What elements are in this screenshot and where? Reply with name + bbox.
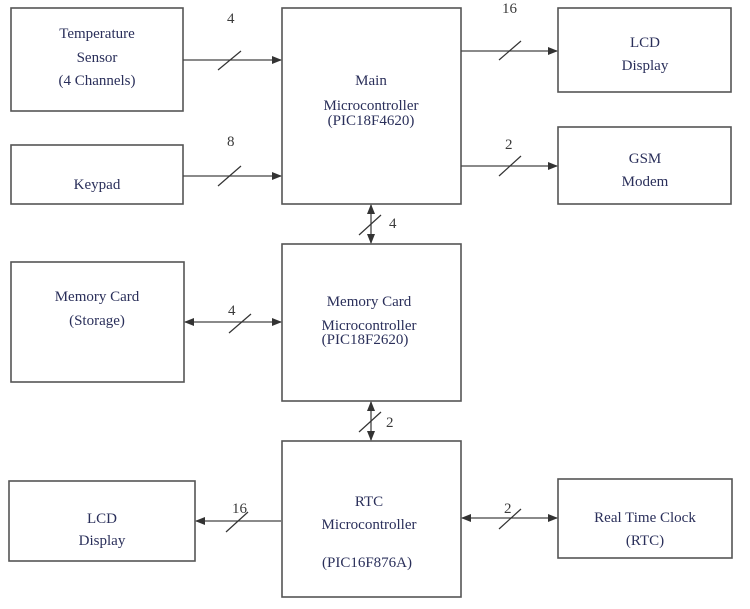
bus-main-to-gsm: 2 [461,137,558,177]
mc-mcu-line-3: (PIC18F2620) [322,332,409,348]
memory-card-line-1: Memory Card [55,289,140,305]
rtc-mcu-line-2: Microcontroller [322,517,417,533]
rtc-microcontroller-block: RTC Microcontroller (PIC16F876A) [281,440,462,598]
rtc-mcu-line-3: (PIC16F876A) [322,555,412,571]
bus-width-label: 2 [504,501,512,517]
main-mcu-line-1: Main [355,73,387,89]
bus-rtc-mcu-to-lcd-bottom: 16 [195,501,281,533]
main-mcu-line-2: Microcontroller [324,98,419,114]
bus-width-label: 8 [227,134,235,150]
lcd-top-line-1: LCD [630,35,660,51]
mc-mcu-line-2: Microcontroller [322,318,417,334]
rtc-mcu-line-1: RTC [355,494,383,510]
bus-width-label: 4 [389,216,397,232]
bus-width-label: 2 [386,415,394,431]
bus-storage-to-mc-mcu: 4 [184,303,282,334]
keypad-label: Keypad [74,177,121,193]
temperature-sensor-block: Temperature Sensor (4 Channels) [10,7,184,112]
lcd-bottom-line-1: LCD [87,511,117,527]
real-time-clock-block: Real Time Clock (RTC) [557,478,733,559]
bus-temp-to-main: 4 [183,11,282,71]
rtc-line-2: (RTC) [626,533,664,549]
memory-card-line-2: (Storage) [69,313,125,329]
mc-mcu-line-1: Memory Card [327,294,412,310]
gsm-modem-block: GSM Modem [557,126,732,205]
memory-card-microcontroller-block: Memory Card Microcontroller (PIC18F2620) [281,243,462,402]
memory-card-storage-block: Memory Card (Storage) [10,261,185,383]
bus-width-label: 16 [502,1,518,17]
temp-sensor-line-1: Temperature [59,26,135,42]
lcd-display-top-block: LCD Display [557,7,732,93]
rtc-line-1: Real Time Clock [594,510,696,526]
bus-main-to-mc-mcu: 4 [358,204,397,244]
main-microcontroller-block: Main Microcontroller (PIC18F4620) [281,7,462,205]
keypad-block: Keypad [10,144,184,205]
lcd-bottom-line-2: Display [79,533,126,549]
bus-width-label: 4 [227,11,235,27]
lcd-display-bottom-block: LCD Display [8,480,196,562]
bus-main-to-lcd-top: 16 [461,1,558,61]
bus-width-label: 16 [232,501,248,517]
bus-rtc-mcu-to-rtc: 2 [461,501,558,530]
bus-width-label: 2 [505,137,513,153]
gsm-line-2: Modem [622,174,669,190]
temp-sensor-line-2: Sensor [77,50,118,66]
temp-sensor-line-3: (4 Channels) [58,73,135,89]
bus-width-label: 4 [228,303,236,319]
bus-keypad-to-main: 8 [183,134,282,187]
gsm-line-1: GSM [629,151,662,167]
lcd-top-line-2: Display [622,58,669,74]
main-mcu-line-3: (PIC18F4620) [328,113,415,129]
bus-mc-mcu-to-rtc-mcu: 2 [358,401,394,441]
